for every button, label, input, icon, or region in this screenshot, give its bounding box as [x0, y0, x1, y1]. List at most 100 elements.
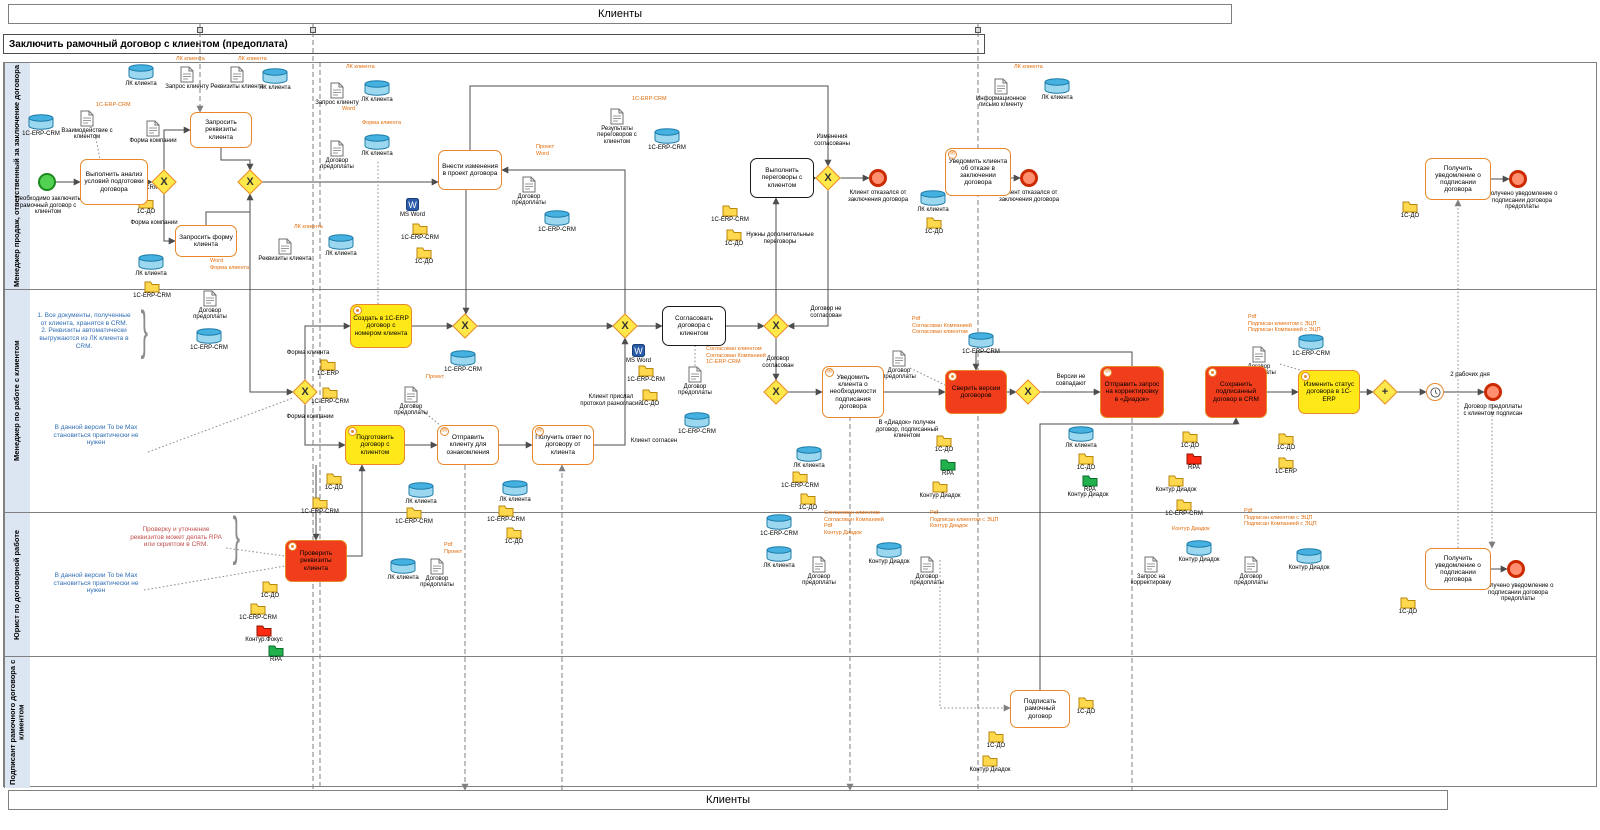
- task-notify-need-to-sign[interactable]: ✉Уведомить клиента о необходимости подпи…: [822, 366, 884, 418]
- gateway-x-2[interactable]: X: [237, 169, 263, 195]
- folder-icon[interactable]: 1С-ERP-CRM: [711, 204, 749, 223]
- task-receive-client-response[interactable]: ✉Получить ответ по договору от клиента: [532, 425, 594, 465]
- gateway-x-4[interactable]: X: [292, 379, 318, 405]
- task-save-signed-contract-crm[interactable]: Сохранить подписанный договор в CRM: [1205, 366, 1267, 418]
- gateway-x-1[interactable]: X: [151, 169, 177, 195]
- folder-icon[interactable]: 1С-ERP-CRM: [781, 470, 819, 489]
- folder-icon[interactable]: 1С-ERP-CRM: [487, 504, 525, 523]
- folder-icon[interactable]: 1С-ERP-CRM: [395, 506, 433, 525]
- datastore-icon[interactable]: ЛК клиента: [793, 446, 825, 469]
- datastore-icon[interactable]: ЛК клиента: [499, 480, 531, 503]
- datastore-icon[interactable]: 1С-ERP-CRM: [760, 514, 798, 537]
- document-icon[interactable]: Запрос клиенту: [165, 66, 209, 90]
- folder-icon[interactable]: 1С-ДО: [505, 526, 523, 545]
- datastore-icon[interactable]: ЛК клиента: [763, 546, 795, 569]
- folder-icon[interactable]: 1С-ERP-CRM: [239, 602, 277, 621]
- start-event[interactable]: [38, 173, 56, 191]
- document-icon[interactable]: Договор предоплаты: [678, 366, 712, 396]
- folder-icon[interactable]: 1С-ДО: [935, 434, 953, 453]
- document-icon[interactable]: Реквизиты клиента: [210, 66, 264, 90]
- folder-icon[interactable]: 1С-ДО: [1399, 596, 1417, 615]
- document-icon[interactable]: Договор предоплаты: [394, 386, 428, 416]
- gateway-x-5[interactable]: X: [452, 313, 478, 339]
- folder-icon[interactable]: RPA: [1082, 474, 1098, 493]
- task-approve-contract-with-client[interactable]: Согласовать договора с клиентом: [662, 306, 726, 346]
- folder-icon[interactable]: 1С-ДО: [641, 388, 659, 407]
- task-sign-framework-contract[interactable]: Подписать рамочный договор: [1010, 690, 1070, 728]
- task-request-requisites[interactable]: Запросить реквизиты клиента: [190, 112, 252, 148]
- folder-icon[interactable]: RPA: [1186, 452, 1202, 471]
- end-event-signed-sales[interactable]: [1509, 170, 1527, 188]
- document-icon[interactable]: Договор предоплаты: [802, 556, 836, 586]
- document-icon[interactable]: Взаимодействие с клиентом: [61, 110, 113, 140]
- datastore-icon[interactable]: Контур Диадок: [868, 542, 910, 565]
- document-icon[interactable]: Договор предоплаты: [1234, 556, 1268, 586]
- datastore-icon[interactable]: ЛК клиента: [387, 558, 419, 581]
- folder-icon[interactable]: 1С-ERP-CRM: [133, 280, 171, 299]
- folder-icon[interactable]: 1С-ERP: [317, 358, 339, 377]
- folder-icon[interactable]: 1С-ДО: [1277, 432, 1295, 451]
- task-send-to-client-for-review[interactable]: ✉Отправить клиенту для ознакомления: [437, 425, 499, 465]
- datastore-icon[interactable]: ЛК клиента: [125, 64, 157, 87]
- datastore-icon[interactable]: Контур Диадок: [1288, 548, 1330, 571]
- document-icon[interactable]: Договор предоплаты: [320, 140, 354, 170]
- folder-icon[interactable]: 1С-ERP-CRM: [301, 496, 339, 515]
- task-notify-refusal[interactable]: ✉Уведомить клиента об отказе в заключени…: [945, 148, 1011, 196]
- gateway-parallel[interactable]: +: [1372, 379, 1398, 405]
- document-icon[interactable]: Информационное письмо клиенту: [976, 78, 1026, 108]
- folder-icon[interactable]: 1С-ДО: [325, 472, 343, 491]
- folder-icon[interactable]: Контур.Фокус: [245, 624, 283, 643]
- end-event-signed-lawyer[interactable]: [1507, 560, 1525, 578]
- datastore-icon[interactable]: ЛК клиента: [1041, 78, 1073, 101]
- folder-icon[interactable]: 1С-ДО: [987, 730, 1005, 749]
- task-compare-contract-versions[interactable]: Сверить версии договоров: [945, 370, 1007, 414]
- folder-icon[interactable]: Контур Диадок: [969, 754, 1011, 773]
- datastore-icon[interactable]: 1С-ERP-CRM: [538, 210, 576, 233]
- datastore-icon[interactable]: ЛК клиента: [917, 190, 949, 213]
- datastore-icon[interactable]: 1С-ERP-CRM: [962, 332, 1000, 355]
- task-prepare-contract[interactable]: Подготовить договор с клиентом: [345, 425, 405, 465]
- document-icon[interactable]: Запрос клиенту: [315, 82, 359, 106]
- gateway-x-6[interactable]: X: [612, 313, 638, 339]
- datastore-icon[interactable]: 1С-ERP-CRM: [22, 114, 60, 137]
- folder-icon[interactable]: 1С-ERP: [1275, 456, 1297, 475]
- end-event-client-refused-1[interactable]: [869, 169, 887, 187]
- datastore-icon[interactable]: ЛК клиента: [259, 68, 291, 91]
- datastore-icon[interactable]: 1С-ERP-CRM: [1292, 334, 1330, 357]
- document-icon[interactable]: Запрос на корректировку: [1131, 556, 1171, 586]
- folder-icon[interactable]: RPA: [268, 644, 284, 663]
- document-icon[interactable]: Реквизиты клиента: [258, 238, 312, 262]
- folder-icon[interactable]: 1С-ДО: [925, 216, 943, 235]
- task-edit-draft-contract[interactable]: Внести изменения в проект договора: [438, 150, 502, 190]
- datastore-icon[interactable]: ЛК клиента: [361, 80, 393, 103]
- task-change-contract-status-1c-erp[interactable]: Изменить статус договора в 1С-ERP: [1298, 370, 1360, 414]
- datastore-icon[interactable]: 1С-ERP-CRM: [444, 350, 482, 373]
- task-analyze-contract-terms[interactable]: Выполнить анализ условий подготовки дого…: [80, 159, 148, 205]
- timer-event[interactable]: [1426, 383, 1444, 401]
- datastore-icon[interactable]: ЛК клиента: [1065, 426, 1097, 449]
- datastore-icon[interactable]: ЛК клиента: [325, 234, 357, 257]
- folder-icon[interactable]: RPA: [940, 458, 956, 477]
- gateway-x-8[interactable]: X: [763, 379, 789, 405]
- datastore-icon[interactable]: Контур Диадок: [1178, 540, 1220, 563]
- datastore-icon[interactable]: 1С-ERP-CRM: [678, 412, 716, 435]
- document-icon[interactable]: Договор предоплаты: [193, 290, 227, 320]
- task-receive-signing-notification-lawyer[interactable]: Получить уведомление о подписании догово…: [1425, 548, 1491, 590]
- document-icon[interactable]: Договор предоплаты: [1242, 346, 1276, 376]
- folder-icon[interactable]: 1С-ДО: [799, 492, 817, 511]
- folder-icon[interactable]: 1С-ERP-CRM: [311, 386, 349, 405]
- task-negotiate-with-client[interactable]: Выполнить переговоры с клиентом: [750, 158, 814, 198]
- folder-icon[interactable]: 1С-ДО: [1181, 430, 1199, 449]
- task-send-correction-request-diadoc[interactable]: ✉Отправить запрос на корректировку в «Ди…: [1100, 366, 1164, 418]
- folder-icon[interactable]: 1С-ДО: [1077, 452, 1095, 471]
- datastore-icon[interactable]: ЛК клиента: [361, 134, 393, 157]
- document-icon[interactable]: Форма компании: [129, 120, 177, 144]
- end-event-client-refused-2[interactable]: [1020, 169, 1038, 187]
- folder-icon[interactable]: 1С-ERP-CRM: [401, 222, 439, 241]
- task-receive-signing-notification-sales[interactable]: Получить уведомление о подписании догово…: [1425, 158, 1491, 200]
- datastore-icon[interactable]: ЛК клиента: [135, 254, 167, 277]
- folder-icon[interactable]: 1С-ДО: [725, 228, 743, 247]
- folder-icon[interactable]: 1С-ДО: [1077, 696, 1095, 715]
